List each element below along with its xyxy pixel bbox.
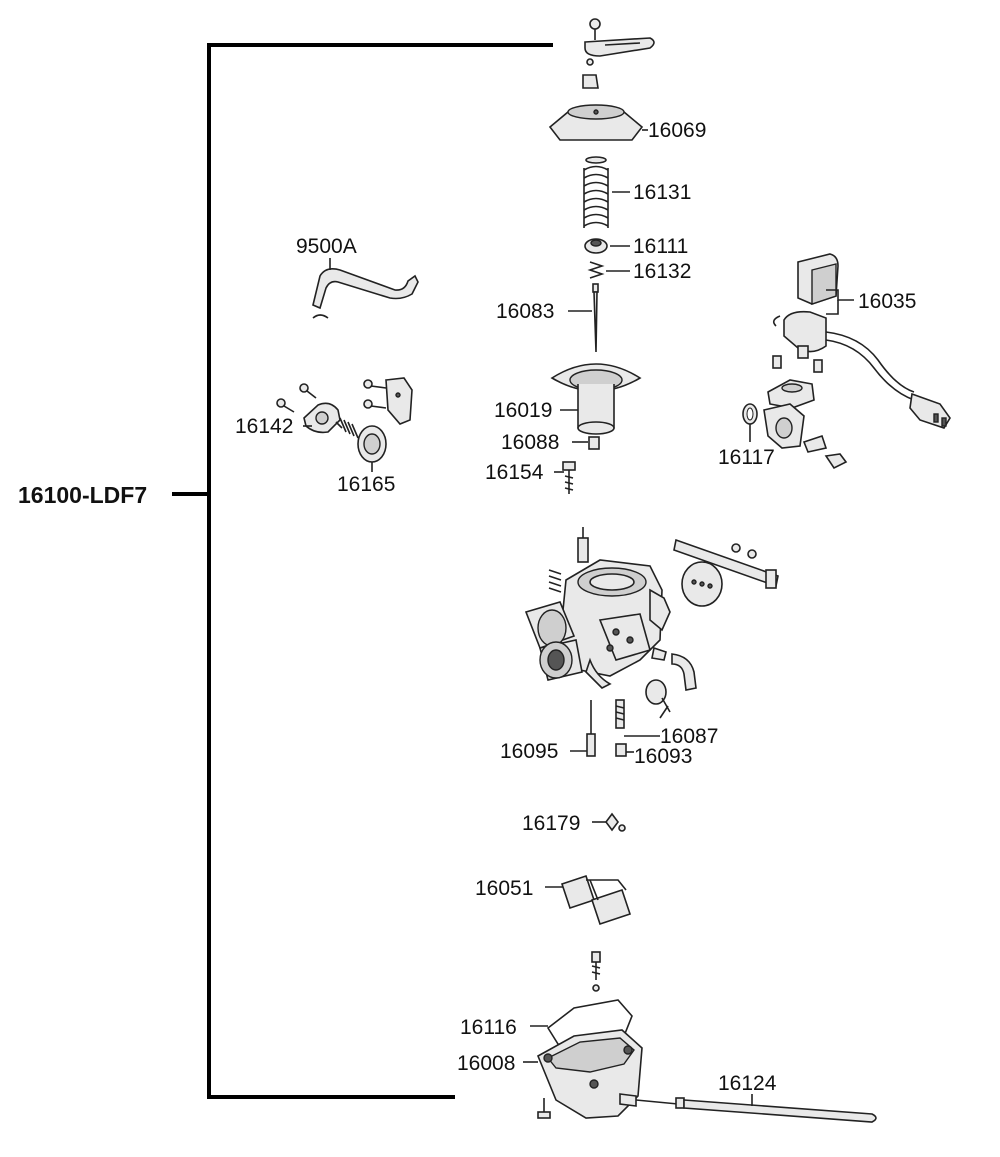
needle-jet-16087: [615, 699, 625, 729]
carburetor-body: [524, 527, 697, 719]
choke-shaft-assembly: [673, 538, 779, 607]
drain-tube-16124: [635, 1097, 877, 1123]
slide-spring: [583, 156, 609, 228]
diaphragm-slide: [550, 363, 642, 435]
part-label-16165: 16165: [337, 473, 395, 496]
float-bowl-parts: [591, 951, 601, 992]
part-label-16116: 16116: [460, 1016, 517, 1039]
needle-retainer: [584, 238, 608, 254]
jet-needle: [592, 283, 599, 353]
auto-bystarter: [763, 253, 951, 470]
part-label-16088: 16088: [501, 431, 559, 454]
part-label-16111: 16111: [633, 235, 688, 258]
part-label-16093: 16093: [634, 745, 692, 768]
part-label-16008: 16008: [457, 1052, 515, 1075]
float-bowl: [536, 1029, 643, 1119]
adjusting-screw: [562, 461, 576, 494]
pilot-jet-16095: [586, 700, 596, 757]
part-label-16142: 16142: [235, 415, 293, 438]
part-label-16019: 16019: [494, 399, 552, 422]
part-label-16051: 16051: [475, 877, 533, 900]
assembly-bracket: [172, 43, 553, 1099]
o-ring-16117: [742, 403, 758, 425]
assembly-number-label: 16100-LDF7: [18, 482, 147, 508]
part-label-16087: 16087: [660, 725, 718, 748]
part-label-9500A: 9500A: [296, 235, 357, 258]
part-label-16154: 16154: [485, 461, 544, 484]
part-label-16131: 16131: [633, 181, 691, 204]
float-valve-16179: [605, 812, 626, 832]
slide-needle-jet-part: [588, 436, 600, 450]
throttle-lever-parts: [582, 18, 655, 89]
part-label-16179: 16179: [522, 812, 580, 835]
part-label-16083: 16083: [496, 300, 554, 323]
main-jet-16093: [615, 743, 627, 757]
vacuum-tube: [312, 268, 419, 319]
part-label-16035: 16035: [858, 290, 916, 313]
needle-spring: [587, 261, 605, 279]
carburetor-top-cap: [548, 104, 644, 141]
float-16051: [560, 874, 632, 926]
part-label-16117: 16117: [718, 446, 775, 469]
part-label-16069: 16069: [648, 119, 706, 142]
part-label-16132: 16132: [633, 260, 691, 283]
part-label-16124: 16124: [718, 1072, 777, 1095]
part-label-16095: 16095: [500, 740, 558, 763]
air-cutoff-valve-parts: [276, 377, 413, 463]
